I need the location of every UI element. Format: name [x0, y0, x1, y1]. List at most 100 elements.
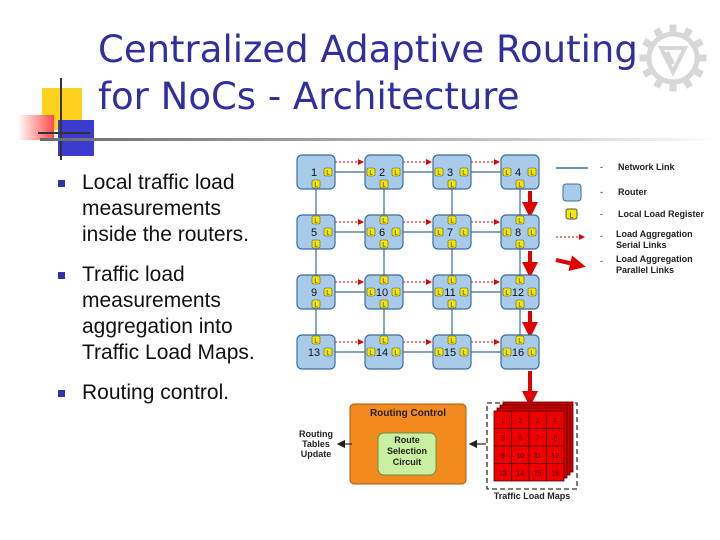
title-line-2: for NoCs - Architecture	[98, 75, 520, 118]
load-register: L	[434, 227, 444, 237]
load-register-box	[502, 167, 512, 177]
load-register: L	[459, 347, 469, 357]
load-register: L	[515, 239, 525, 249]
load-register: L	[447, 239, 457, 249]
load-register: L	[379, 239, 389, 249]
logo-vertical-line	[60, 78, 62, 160]
legend-dash: -	[600, 209, 603, 219]
load-register: L	[447, 275, 457, 285]
load-register-letter: L	[450, 243, 454, 249]
map-cell-number: 13	[499, 470, 507, 477]
router-14	[364, 334, 404, 370]
route-selection-circuit	[377, 432, 437, 476]
legend-register-letter: L	[570, 213, 574, 220]
load-register-box	[379, 275, 389, 285]
load-register-letter: L	[382, 243, 386, 249]
bullet-text: Routing control.	[82, 381, 230, 404]
load-register-letter: L	[314, 183, 318, 189]
load-register-letter: L	[314, 303, 318, 309]
router-1	[296, 154, 336, 190]
load-register-letter: L	[462, 231, 466, 237]
load-register-letter: L	[462, 171, 466, 177]
router-number: 10	[376, 287, 388, 299]
load-register-box	[502, 227, 512, 237]
legend-label-serial-text: Load Aggregation Serial Links	[616, 229, 693, 250]
load-register-letter: L	[450, 219, 454, 225]
load-register: L	[527, 347, 537, 357]
route-selection-circuit-text: Route Selection Circuit	[386, 435, 427, 467]
map-cell-number: 10	[516, 453, 524, 460]
map-cell-number: 11	[534, 453, 541, 460]
load-register-box	[434, 347, 444, 357]
load-register-box	[391, 347, 401, 357]
load-register: L	[366, 287, 376, 297]
load-register: L	[502, 347, 512, 357]
load-register-letter: L	[369, 351, 373, 357]
load-register: L	[447, 299, 457, 309]
load-register-letter: L	[314, 243, 318, 249]
load-register-letter: L	[314, 339, 318, 345]
load-register-letter: L	[437, 291, 441, 297]
load-register: L	[311, 239, 321, 249]
load-register: L	[323, 287, 333, 297]
load-register-letter: L	[450, 183, 454, 189]
load-register-letter: L	[394, 171, 398, 177]
router-number: 4	[515, 167, 521, 179]
bullet-item: Traffic load measurements aggregation in…	[58, 262, 268, 366]
load-register-box	[323, 167, 333, 177]
load-register: L	[323, 347, 333, 357]
load-register: L	[502, 287, 512, 297]
map-cell-number: 3	[536, 418, 540, 425]
legend-parallel-swatch	[555, 255, 586, 272]
gear-tooth	[653, 79, 663, 89]
gear-tooth	[694, 38, 704, 48]
legend-router-swatch	[562, 183, 582, 202]
load-register-letter: L	[462, 291, 466, 297]
load-register-box	[379, 215, 389, 225]
bullet-list: Local traffic load measurements inside t…	[58, 170, 268, 420]
load-register: L	[515, 179, 525, 189]
load-register-box	[391, 167, 401, 177]
load-register: L	[366, 347, 376, 357]
legend-label-register: Local Load Register	[618, 209, 705, 219]
load-register: L	[447, 335, 457, 345]
load-register-letter: L	[382, 339, 386, 345]
logo-horizontal-line	[38, 132, 90, 134]
load-register-letter: L	[382, 279, 386, 285]
map-cell-number: 1	[501, 418, 505, 425]
load-register-letter: L	[369, 171, 373, 177]
router-10	[364, 274, 404, 310]
load-register: L	[379, 215, 389, 225]
router-number: 14	[376, 347, 388, 359]
load-register-box	[459, 347, 469, 357]
load-register: L	[447, 215, 457, 225]
load-register-box	[447, 335, 457, 345]
routing-control-title: Routing Control	[370, 408, 446, 419]
load-register-box	[434, 167, 444, 177]
map-cell-number: 5	[501, 435, 505, 442]
load-register-letter: L	[518, 339, 522, 345]
router-number: 9	[311, 287, 317, 299]
title-line-1: Centralized Adaptive Routing	[98, 28, 638, 71]
load-register: L	[459, 287, 469, 297]
load-register-letter: L	[314, 219, 318, 225]
router-number: 3	[447, 167, 453, 179]
routing-control-block: Routing Control Route Selection Circuit	[349, 403, 467, 485]
load-register: L	[379, 335, 389, 345]
legend-label-network-link: Network Link	[618, 162, 676, 172]
load-register-box	[515, 215, 525, 225]
gear-tooth	[642, 68, 652, 78]
load-register-box	[379, 299, 389, 309]
router-number: 11	[444, 287, 455, 299]
map-cell-number: 2	[518, 418, 522, 425]
load-register-box	[527, 347, 537, 357]
load-register-letter: L	[437, 171, 441, 177]
map-cell-number: 15	[534, 470, 542, 477]
load-register: L	[366, 227, 376, 237]
load-register-box	[515, 179, 525, 189]
load-register-letter: L	[326, 351, 330, 357]
load-register-letter: L	[450, 279, 454, 285]
load-register: L	[434, 167, 444, 177]
gear-tooth	[683, 79, 693, 89]
router-number: 6	[379, 227, 385, 239]
